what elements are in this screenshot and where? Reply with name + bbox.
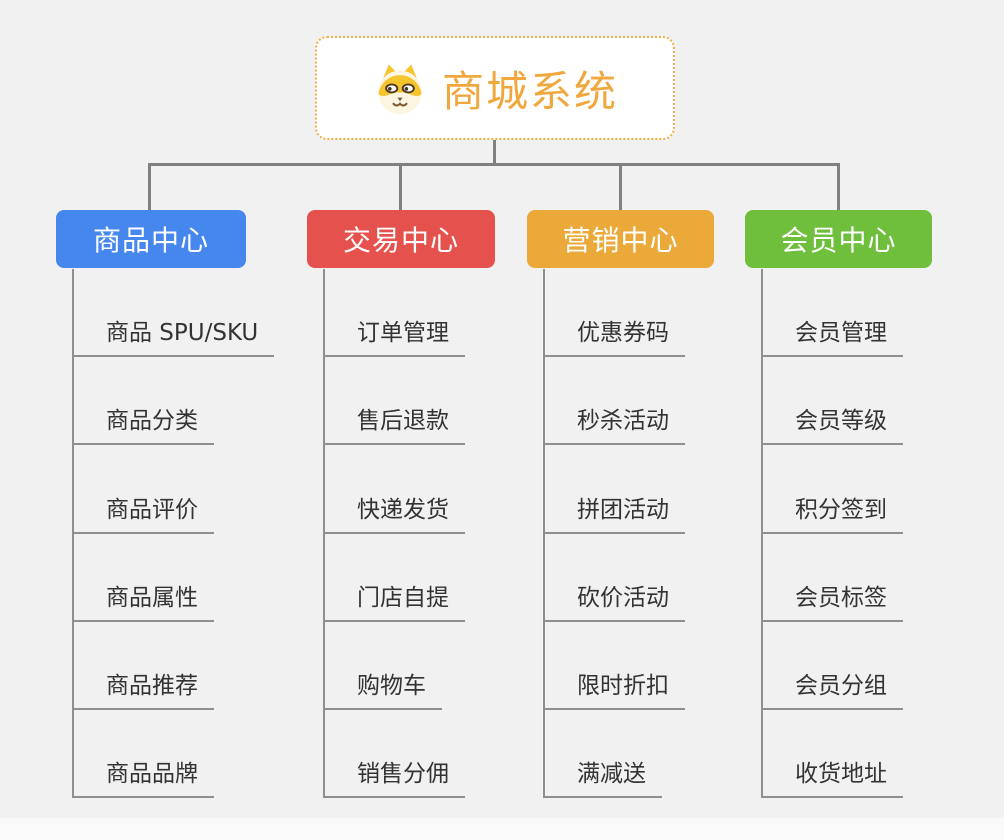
leaf-node[interactable]: 订单管理 [325, 313, 465, 358]
leaf-node[interactable]: 会员管理 [763, 313, 903, 358]
leaf-node[interactable]: 商品属性 [74, 578, 214, 622]
leaf-node[interactable]: 售后退款 [325, 401, 465, 446]
leaf-node[interactable]: 收货地址 [763, 754, 903, 799]
leaf-node[interactable]: 砍价活动 [545, 578, 685, 622]
connector-root-drop [493, 140, 496, 163]
branch-trade-center: 交易中心 订单管理 售后退款 快递发货 门店自提 购物车 销售分佣 [307, 210, 495, 799]
branch-items-trade-center: 订单管理 售后退款 快递发货 门店自提 购物车 销售分佣 [323, 269, 495, 799]
leaf-node[interactable]: 会员分组 [763, 666, 903, 710]
leaf-node[interactable]: 快递发货 [325, 490, 465, 534]
leaf-node[interactable]: 商品 SPU/SKU [74, 313, 275, 358]
connector-drop-trade-center [399, 166, 402, 210]
leaf-node[interactable]: 销售分佣 [325, 754, 465, 799]
branch-product-center: 商品中心 商品 SPU/SKU 商品分类 商品评价 商品属性 商品推荐 商品品牌 [56, 210, 275, 799]
branch-node-product-center[interactable]: 商品中心 [56, 210, 246, 268]
leaf-node[interactable]: 拼团活动 [545, 490, 685, 534]
leaf-node[interactable]: 优惠券码 [545, 313, 685, 358]
leaf-node[interactable]: 商品评价 [74, 490, 214, 534]
leaf-node[interactable]: 积分签到 [763, 490, 903, 534]
shiba-dog-icon [372, 61, 428, 115]
leaf-node[interactable]: 会员等级 [763, 401, 903, 446]
branch-items-marketing-center: 优惠券码 秒杀活动 拼团活动 砍价活动 限时折扣 满减送 [543, 269, 714, 799]
branch-node-member-center[interactable]: 会员中心 [745, 210, 932, 268]
leaf-node[interactable]: 会员标签 [763, 578, 903, 622]
leaf-node[interactable]: 秒杀活动 [545, 401, 685, 446]
connector-trunk [148, 163, 840, 166]
connector-drop-marketing-center [619, 166, 622, 210]
branch-items-product-center: 商品 SPU/SKU 商品分类 商品评价 商品属性 商品推荐 商品品牌 [72, 269, 275, 799]
branch-node-trade-center[interactable]: 交易中心 [307, 210, 495, 268]
connector-drop-member-center [837, 166, 840, 210]
leaf-node[interactable]: 商品推荐 [74, 666, 214, 710]
root-node[interactable]: 商城系统 [315, 36, 675, 140]
bottom-strip [0, 818, 1004, 840]
branch-node-marketing-center[interactable]: 营销中心 [527, 210, 714, 268]
leaf-node[interactable]: 门店自提 [325, 578, 465, 622]
leaf-node[interactable]: 满减送 [545, 754, 662, 799]
leaf-node[interactable]: 购物车 [325, 666, 442, 710]
leaf-node[interactable]: 限时折扣 [545, 666, 685, 710]
leaf-node[interactable]: 商品品牌 [74, 754, 214, 799]
leaf-node[interactable]: 商品分类 [74, 401, 214, 446]
root-title: 商城系统 [441, 66, 618, 116]
branch-member-center: 会员中心 会员管理 会员等级 积分签到 会员标签 会员分组 收货地址 [745, 210, 932, 799]
branch-items-member-center: 会员管理 会员等级 积分签到 会员标签 会员分组 收货地址 [761, 269, 932, 799]
connector-drop-product-center [148, 166, 151, 210]
branch-marketing-center: 营销中心 优惠券码 秒杀活动 拼团活动 砍价活动 限时折扣 满减送 [527, 210, 714, 799]
